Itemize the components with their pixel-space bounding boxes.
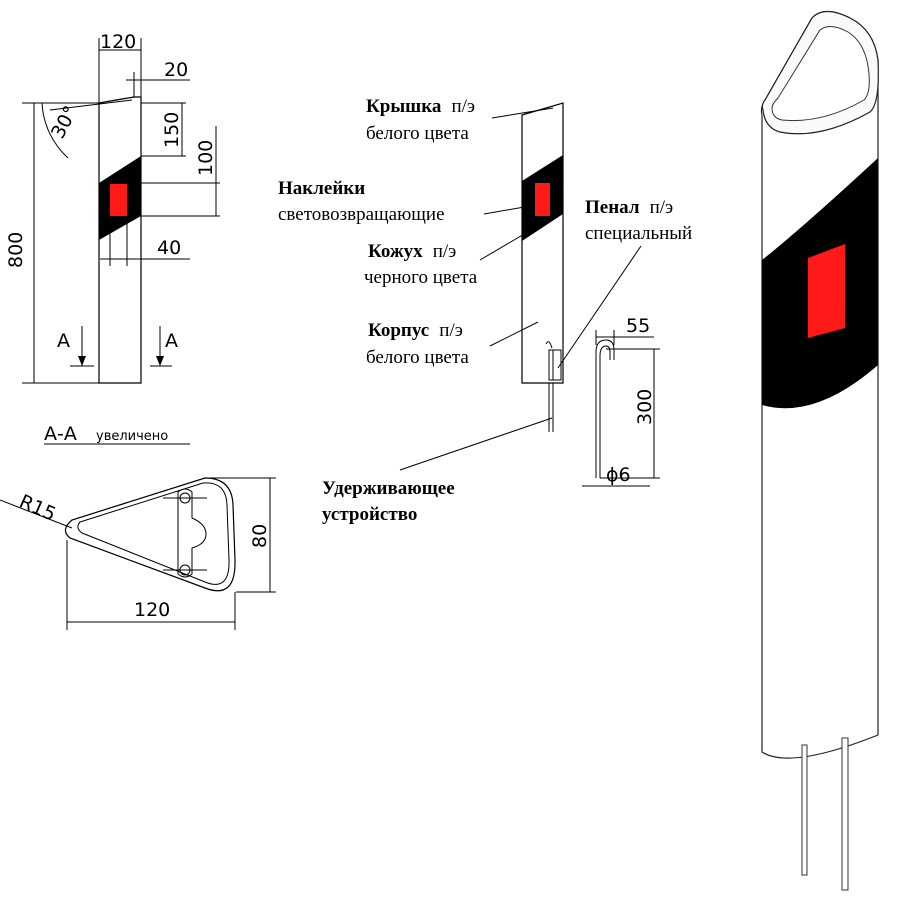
section-mark-right: A bbox=[165, 330, 178, 352]
dim-cap-offset: 20 bbox=[164, 59, 188, 81]
callout-case-line2: специальный bbox=[585, 223, 692, 244]
perspective-view bbox=[760, 10, 879, 891]
callout-sleeve: Кожух п/э bbox=[368, 241, 456, 262]
section-mark-left: A bbox=[57, 330, 70, 352]
rod-shape bbox=[595, 339, 615, 478]
callout-sleeve-line2: черного цвета bbox=[364, 267, 478, 288]
callout-stickers-line2: световозвращающие bbox=[278, 204, 445, 225]
dim-rod-height: 300 bbox=[634, 389, 656, 425]
dim-rod-diameter: ϕ6 bbox=[606, 464, 631, 486]
dim-section-height: 80 bbox=[249, 524, 271, 548]
front-reflector bbox=[110, 184, 127, 216]
dim-angle: 30° bbox=[47, 102, 82, 142]
callout-cap: Крышка п/э bbox=[366, 96, 475, 117]
callout-body: Корпус п/э bbox=[368, 320, 463, 341]
front-view: 120 20 800 30° 150 100 40 A A bbox=[5, 31, 220, 384]
post-3d-rod-right bbox=[841, 737, 849, 891]
callout-body-line2: белого цвета bbox=[366, 347, 469, 368]
callout-stickers: Наклейки bbox=[278, 178, 365, 199]
dim-section-width: 120 bbox=[134, 599, 170, 621]
section-inner-profile bbox=[77, 482, 230, 585]
callout-holder-line2: устройство bbox=[322, 504, 417, 525]
dim-width-top: 120 bbox=[100, 31, 136, 53]
section-view: А-А увеличено R15 80 120 bbox=[0, 423, 276, 630]
dim-height-total: 800 bbox=[5, 232, 27, 268]
section-subtitle: увеличено bbox=[96, 429, 168, 444]
front-post-outline bbox=[98, 96, 142, 384]
rod-detail: 55 300 ϕ6 bbox=[582, 315, 660, 487]
section-outer-profile bbox=[64, 477, 236, 592]
dim-band-offset: 150 bbox=[161, 112, 183, 148]
post-3d-rod-left bbox=[801, 744, 808, 876]
side-reflector bbox=[535, 183, 550, 216]
callout-holder: Удерживающее bbox=[322, 478, 455, 499]
dim-band-height: 100 bbox=[195, 140, 217, 176]
side-case bbox=[548, 349, 562, 381]
section-title: А-А bbox=[44, 423, 77, 445]
dim-rod-width: 55 bbox=[626, 315, 650, 337]
dim-reflector-width: 40 bbox=[157, 237, 181, 259]
callout-cap-line2: белого цвета bbox=[366, 123, 469, 144]
post-3d-reflector bbox=[808, 244, 845, 338]
side-post-outline bbox=[521, 102, 564, 384]
callout-case: Пенал п/э bbox=[585, 197, 673, 218]
section-holder-slot bbox=[177, 488, 207, 578]
side-view: Крышка п/э белого цвета Наклейки светово… bbox=[278, 96, 692, 525]
